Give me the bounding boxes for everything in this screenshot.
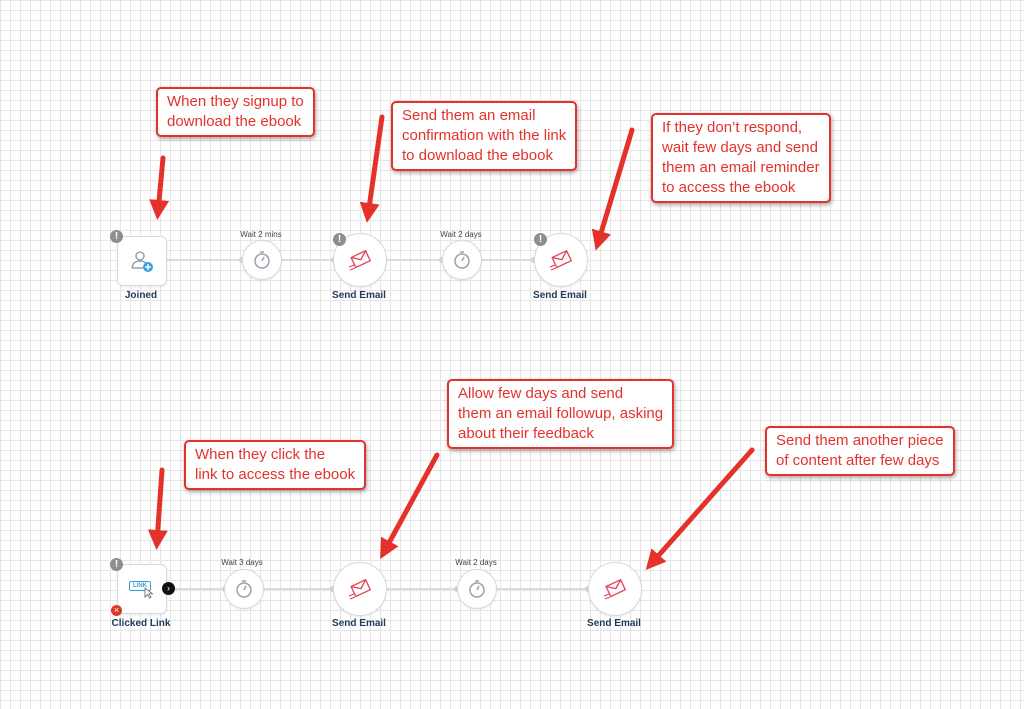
node-label: Joined	[124, 290, 158, 301]
wait-node[interactable]	[224, 569, 264, 609]
connector	[175, 586, 228, 592]
warning-icon[interactable]: !	[110, 230, 123, 243]
callout-more-content: Send them another piece of content after…	[765, 426, 955, 476]
connector	[385, 586, 460, 592]
next-arrow-icon[interactable]: ›	[162, 582, 175, 595]
connector	[263, 586, 336, 592]
email-icon	[603, 578, 627, 600]
clicked-link-trigger-node[interactable]: LINK	[117, 564, 167, 614]
send-email-node[interactable]	[333, 233, 387, 287]
email-icon	[348, 578, 372, 600]
connector	[282, 257, 337, 263]
annotation-arrow	[147, 467, 168, 550]
annotation-arrow	[380, 452, 440, 560]
node-label: Send Email	[332, 290, 386, 301]
annotation-arrow	[591, 127, 635, 251]
node-label: Send Email	[533, 290, 587, 301]
wait-label: Wait 2 days	[440, 230, 482, 239]
callout-followup: Allow few days and send them an email fo…	[447, 379, 675, 449]
wait-label: Wait 2 days	[455, 558, 497, 567]
annotation-arrow	[359, 114, 385, 223]
wait-node[interactable]	[442, 240, 482, 280]
error-icon[interactable]: ×	[111, 605, 122, 616]
annotation-arrow	[645, 447, 755, 570]
annotation-arrow	[149, 155, 170, 220]
user-add-icon	[131, 251, 153, 272]
warning-icon[interactable]: !	[534, 233, 547, 246]
stopwatch-icon	[254, 251, 270, 269]
callout-reminder: If they don’t respond, wait few days and…	[651, 113, 831, 203]
node-label: Send Email	[587, 618, 641, 629]
wait-label: Wait 3 days	[221, 558, 263, 567]
connector	[482, 257, 537, 263]
send-email-node[interactable]	[333, 562, 387, 616]
callout-signup: When they signup to download the ebook	[156, 87, 315, 137]
email-icon	[549, 249, 573, 271]
stopwatch-icon	[454, 251, 470, 269]
node-label: Send Email	[332, 618, 386, 629]
wait-node[interactable]	[457, 569, 497, 609]
link-cursor-icon: LINK	[129, 579, 155, 599]
stopwatch-icon	[469, 580, 485, 598]
email-icon	[348, 249, 372, 271]
joined-trigger-node[interactable]	[117, 236, 167, 286]
callout-confirm-email: Send them an email confirmation with the…	[391, 101, 578, 171]
link-badge: LINK	[129, 581, 151, 591]
stopwatch-icon	[236, 580, 252, 598]
send-email-node[interactable]	[588, 562, 642, 616]
connector	[386, 257, 445, 263]
connector	[495, 586, 591, 592]
connector	[166, 257, 245, 263]
warning-icon[interactable]: !	[110, 558, 123, 571]
warning-icon[interactable]: !	[333, 233, 346, 246]
node-label: Clicked Link	[111, 618, 171, 629]
callout-click-link: When they click the link to access the e…	[184, 440, 367, 490]
wait-label: Wait 2 mins	[240, 230, 282, 239]
wait-node[interactable]	[242, 240, 282, 280]
cursor-icon	[144, 587, 154, 599]
